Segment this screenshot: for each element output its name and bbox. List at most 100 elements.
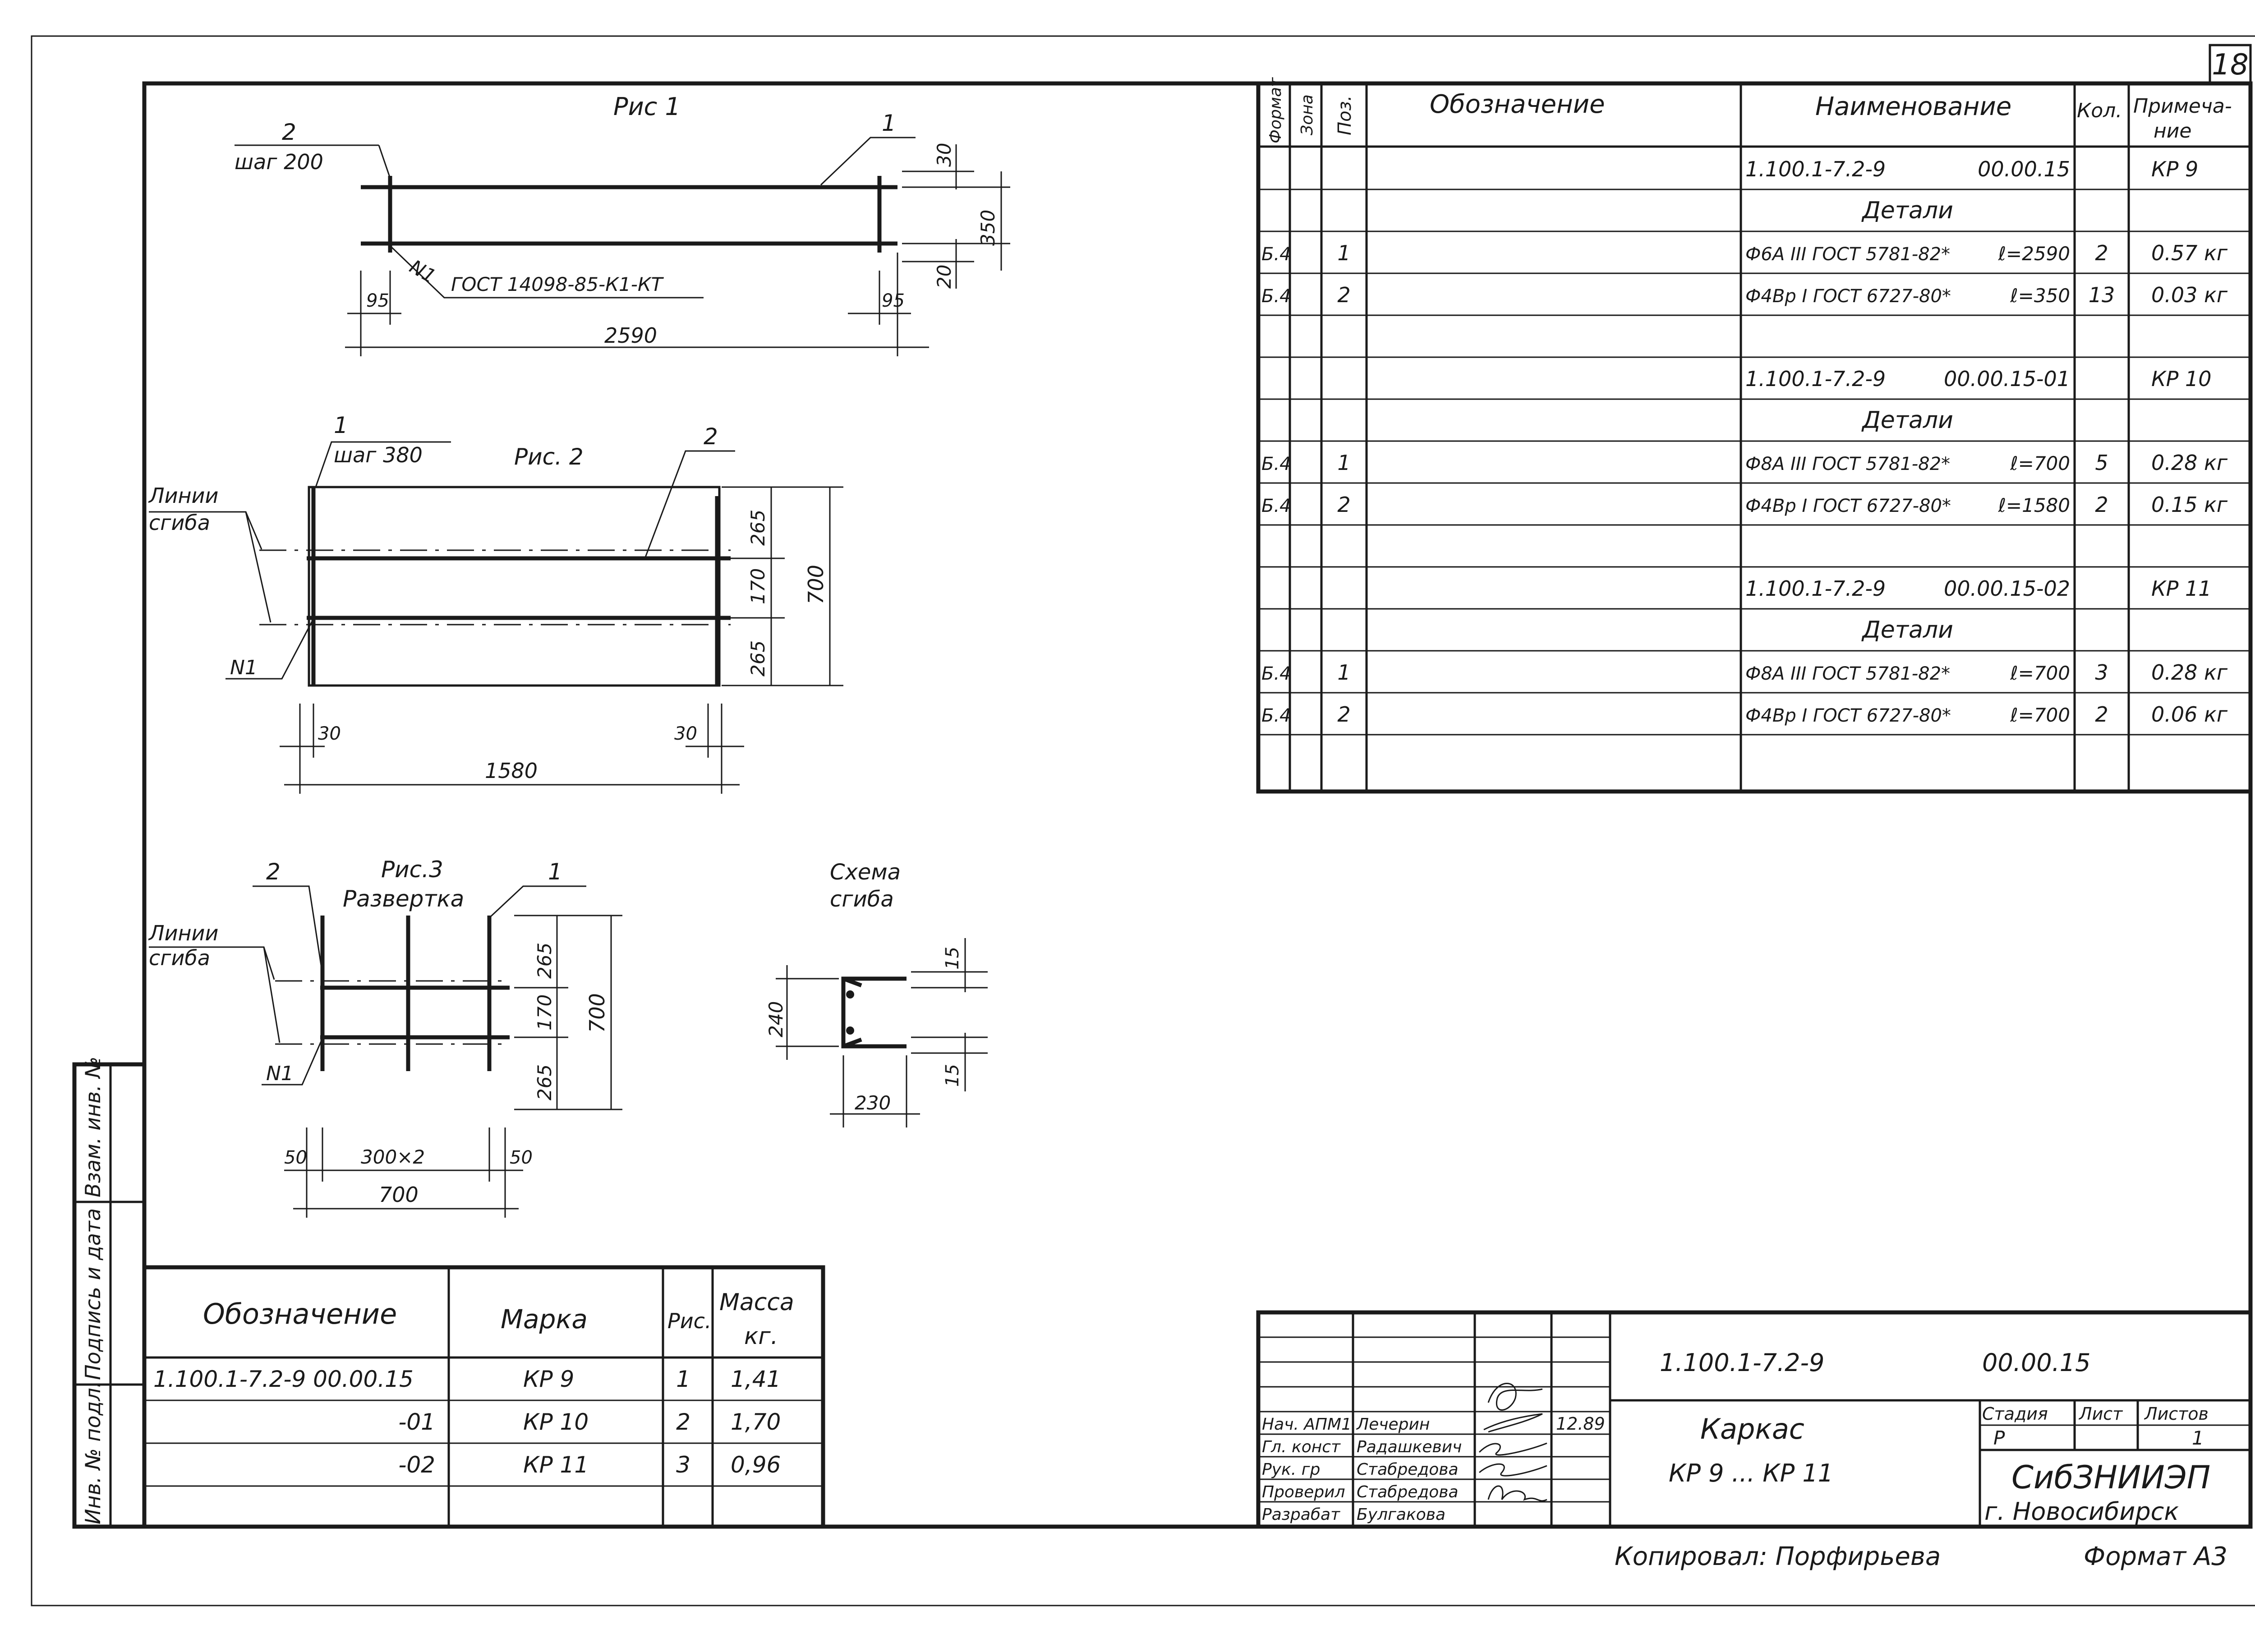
title-sheets-label: Листов (2144, 1404, 2209, 1424)
title-block: 1.100.1-7.2-9 00.00.15 Каркас КР 9 ... К… (1256, 1310, 2253, 1529)
title-doc-suffix: 00.00.15 (1982, 1348, 2090, 1377)
spec-cell-format: Б.4 (1261, 454, 1291, 474)
spec-cell-name-code: ℓ=700 (2010, 452, 2070, 474)
footer-format: Формат А3 (2084, 1542, 2227, 1571)
spec-cell-format: Б.4 (1261, 663, 1291, 684)
title-person-role: Гл. конст (1262, 1438, 1341, 1456)
title-person-role: Разрабат (1262, 1505, 1340, 1524)
side-stamp: Инв. № подл. Подпись и дата Взам. инв. № (72, 1057, 147, 1529)
fig3-bend-label-1: Линии (148, 921, 218, 945)
spec-header-name: Наименование (1815, 92, 2011, 121)
spec-cell-note: КР 9 (2151, 157, 2198, 181)
fig3-title: Рис.3 (381, 856, 443, 883)
bend-dim-15-bottom: 15 (942, 1064, 963, 1087)
fig2-dim-30-right: 30 (674, 723, 697, 744)
spec-cell-note: 0.15 кг (2151, 492, 2228, 517)
fig3-leader-2: 2 (266, 859, 281, 885)
fig3-dim-spacing: 300×2 (361, 1146, 425, 1168)
fig1-leader-2: 2 (282, 119, 296, 145)
spec-cell-note: 0.03 кг (2151, 283, 2228, 307)
spec-section-title: Детали (1861, 617, 1953, 644)
fig3-dim-265-bottom: 265 (534, 1064, 556, 1100)
spec-cell-qty: 3 (2095, 660, 2108, 685)
mass-cell-mark: КР 9 (523, 1366, 574, 1392)
spec-cell-name-code: ℓ=700 (2010, 704, 2070, 726)
stamp-sign-date: Подпись и дата (81, 1208, 105, 1380)
title-stage: Р (1993, 1427, 2005, 1449)
spec-cell-name: 1.100.1-7.2-9 (1745, 367, 1886, 391)
spec-cell-note: 0.28 кг (2151, 660, 2228, 685)
signature-5 (1487, 1485, 1547, 1502)
signature-1 (1487, 1383, 1543, 1411)
fig2-dim-30-left: 30 (318, 723, 341, 744)
fig2-bend-label-1: Линии (148, 483, 218, 508)
spec-header-pos: Поз. (1335, 95, 1355, 135)
fig3-dim-50-left: 50 (284, 1147, 307, 1168)
mass-table: Обозначение Марка Рис. Масса кг. (142, 1265, 825, 1529)
spec-cell-name: Ф8А III ГОСТ 5781-82* (1745, 663, 1950, 684)
spec-header-format: Формат (1266, 77, 1285, 143)
spec-cell-name-code: ℓ=350 (2010, 285, 2070, 307)
mass-header-mark: Марка (501, 1304, 588, 1334)
fig2-dim-1580: 1580 (485, 759, 538, 783)
footer-copied: Копировал: Порфирьева (1615, 1542, 1941, 1571)
fig2-dim-170: 170 (747, 568, 769, 604)
title-doc-code: 1.100.1-7.2-9 (1660, 1348, 1824, 1377)
spec-cell-name-code: ℓ=1580 (1998, 494, 2070, 516)
title-item-range: КР 9 ... КР 11 (1669, 1459, 1833, 1487)
fig1-step: шаг 200 (235, 150, 323, 174)
title-date: 12.89 (1556, 1414, 1605, 1434)
spec-cell-pos: 1 (1337, 241, 1350, 265)
spec-cell-name-code: ℓ=2590 (1998, 243, 2070, 265)
spec-cell-name-code: 00.00.15 (1978, 157, 2070, 181)
spec-cell-name: Ф6А III ГОСТ 5781-82* (1745, 244, 1950, 265)
mass-header-mass-1: Масса (719, 1289, 794, 1316)
spec-cell-name-code: ℓ=700 (2010, 662, 2070, 684)
fig1-dim-30: 30 (933, 143, 955, 167)
title-person-role: Проверил (1262, 1483, 1345, 1501)
fig2-leader-1: 1 (334, 412, 348, 438)
spec-cell-pos: 1 (1337, 660, 1350, 685)
figure-2: Рис. 2 1 шаг 380 2 Линии сгиба N1 265 17… (148, 412, 843, 794)
mass-cell-designation: 1.100.1-7.2-9 00.00.15 (153, 1366, 414, 1392)
fig1-dim-95-left: 95 (366, 290, 389, 311)
spec-cell-qty: 13 (2089, 283, 2115, 307)
signature-2 (1483, 1413, 1543, 1433)
title-city: г. Новосибирск (1984, 1497, 2179, 1526)
spec-cell-pos: 2 (1337, 283, 1350, 307)
mass-cell-mass: 1,41 (731, 1366, 781, 1392)
mass-cell-fig: 1 (676, 1366, 690, 1392)
fig1-dim-20: 20 (933, 265, 955, 289)
spec-cell-pos: 1 (1337, 451, 1350, 475)
fig1-weld-mark: N1 (406, 255, 440, 288)
fig2-dim-265-bottom: 265 (747, 640, 769, 676)
fig2-bend-label-2: сгиба (149, 511, 210, 535)
spec-cell-note: 0.28 кг (2151, 451, 2228, 475)
mass-cell-designation: -01 (398, 1409, 435, 1435)
spec-cell-pos: 2 (1337, 702, 1350, 727)
spec-section-title: Детали (1861, 407, 1953, 434)
figure-3: Рис.3 Развертка 2 1 Линии сгиба N1 265 1… (148, 856, 622, 1218)
spec-header-qty: Кол. (2077, 99, 2122, 122)
fig2-dim-700: 700 (804, 565, 828, 604)
spec-cell-note: 0.06 кг (2151, 702, 2228, 727)
spec-cell-note: КР 11 (2151, 576, 2212, 601)
mass-cell-mass: 0,96 (731, 1452, 781, 1478)
fig2-title: Рис. 2 (514, 444, 584, 470)
signature-3 (1478, 1442, 1547, 1456)
title-person-name: Лечерин (1356, 1415, 1430, 1434)
spec-cell-format: Б.4 (1261, 705, 1291, 726)
spec-cell-qty: 2 (2095, 702, 2108, 727)
title-item: Каркас (1700, 1413, 1804, 1445)
spec-cell-name: Ф8А III ГОСТ 5781-82* (1745, 454, 1950, 474)
spec-cell-name: Ф4Вр I ГОСТ 6727-80* (1745, 705, 1951, 726)
spec-cell-name-code: 00.00.15-01 (1944, 367, 2070, 391)
bend-dim-240: 240 (765, 1001, 787, 1037)
fig3-dim-700-total: 700 (379, 1183, 419, 1207)
mass-cell-mark: КР 11 (523, 1452, 589, 1478)
title-person-name: Стабредова (1357, 1483, 1459, 1501)
fig2-leader-2: 2 (704, 423, 718, 450)
spec-cell-qty: 2 (2095, 241, 2108, 265)
